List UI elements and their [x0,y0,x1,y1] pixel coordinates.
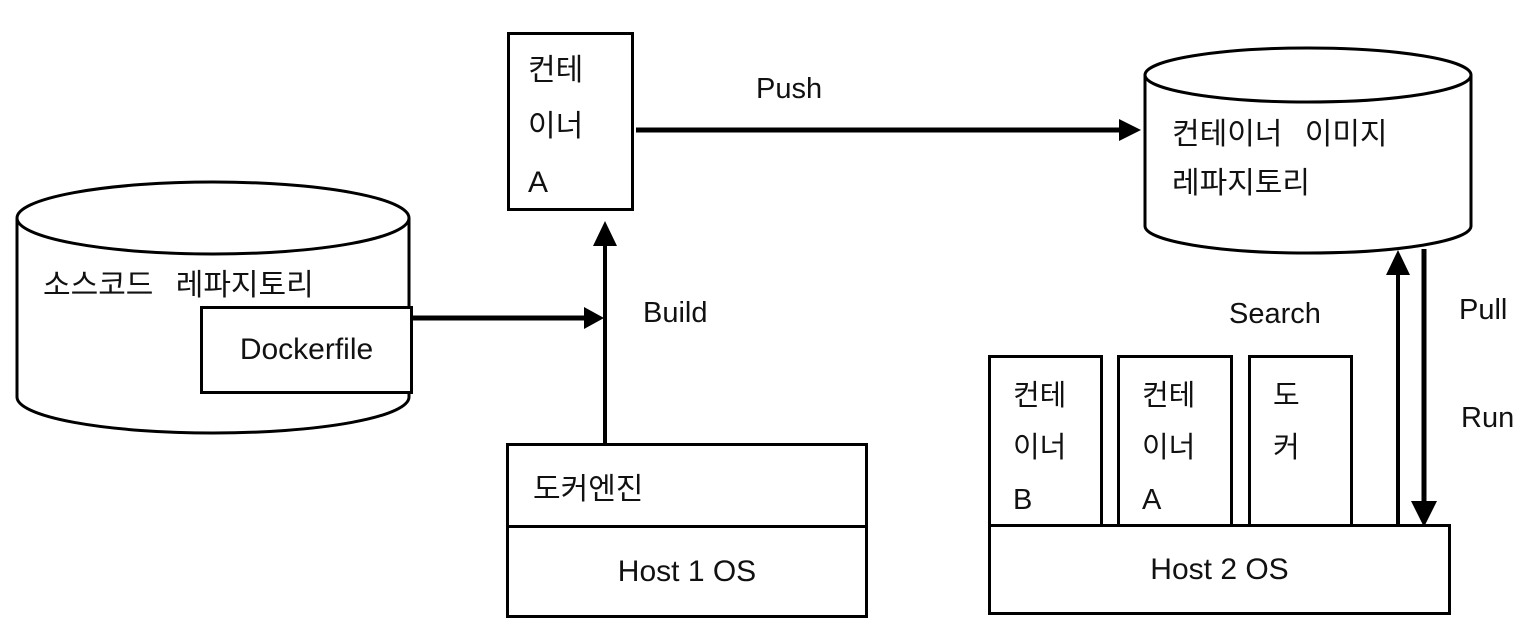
source-repo-label: 소스코드 레파지토리 [43,269,314,302]
host2-container-b-box: 컨테 이너 B [988,355,1103,527]
host2-container-a-box: 컨테 이너 A [1117,355,1233,527]
image-repo-label-line-2: 레파지토리 [1172,167,1310,200]
host2-container-b-line-1: 컨테 [1013,380,1067,412]
image-repo-label-line-1: 컨테이너 이미지 [1172,118,1388,151]
container-a-box: 컨테 이너 A [507,32,634,211]
host2-container-b-line-3: B [1013,484,1033,516]
dockerfile-label: Dockerfile [239,333,374,366]
push-arrow-icon [636,119,1141,141]
run-label: Run [1461,402,1515,434]
dockerfile-to-build-arrow-icon [413,307,604,329]
host2-docker-line-1: 도 [1273,380,1300,412]
image-repo-label: 컨테이너 이미지 레파지토리 [1172,110,1388,208]
host2-docker-line-2: 커 [1273,432,1300,464]
push-label: Push [756,73,823,105]
dockerfile-box: Dockerfile [200,306,413,394]
host2-os-box: Host 2 OS [988,524,1451,615]
build-label: Build [643,297,708,329]
host2-container-a-line-1: 컨테 [1142,380,1196,412]
container-a-line-1: 컨테 [528,54,584,87]
container-a-line-3: A [528,166,549,199]
host2-container-a-line-3: A [1142,484,1162,516]
build-arrow-icon [593,221,617,444]
docker-engine-box: 도커엔진 [506,443,868,528]
docker-engine-label: 도커엔진 [533,472,644,506]
host2-container-a-line-2: 이너 [1142,432,1196,464]
host2-container-b-line-2: 이너 [1013,432,1067,464]
container-a-line-2: 이너 [528,110,584,143]
pull-run-arrow-icon [1411,249,1437,527]
pull-label: Pull [1459,294,1508,326]
search-arrow-icon [1386,250,1410,526]
host2-os-label: Host 2 OS [1150,552,1289,586]
search-label: Search [1229,298,1321,330]
host2-docker-box: 도 커 [1248,355,1353,527]
host1-os-label: Host 1 OS [617,554,757,588]
host1-os-box: Host 1 OS [506,525,868,618]
